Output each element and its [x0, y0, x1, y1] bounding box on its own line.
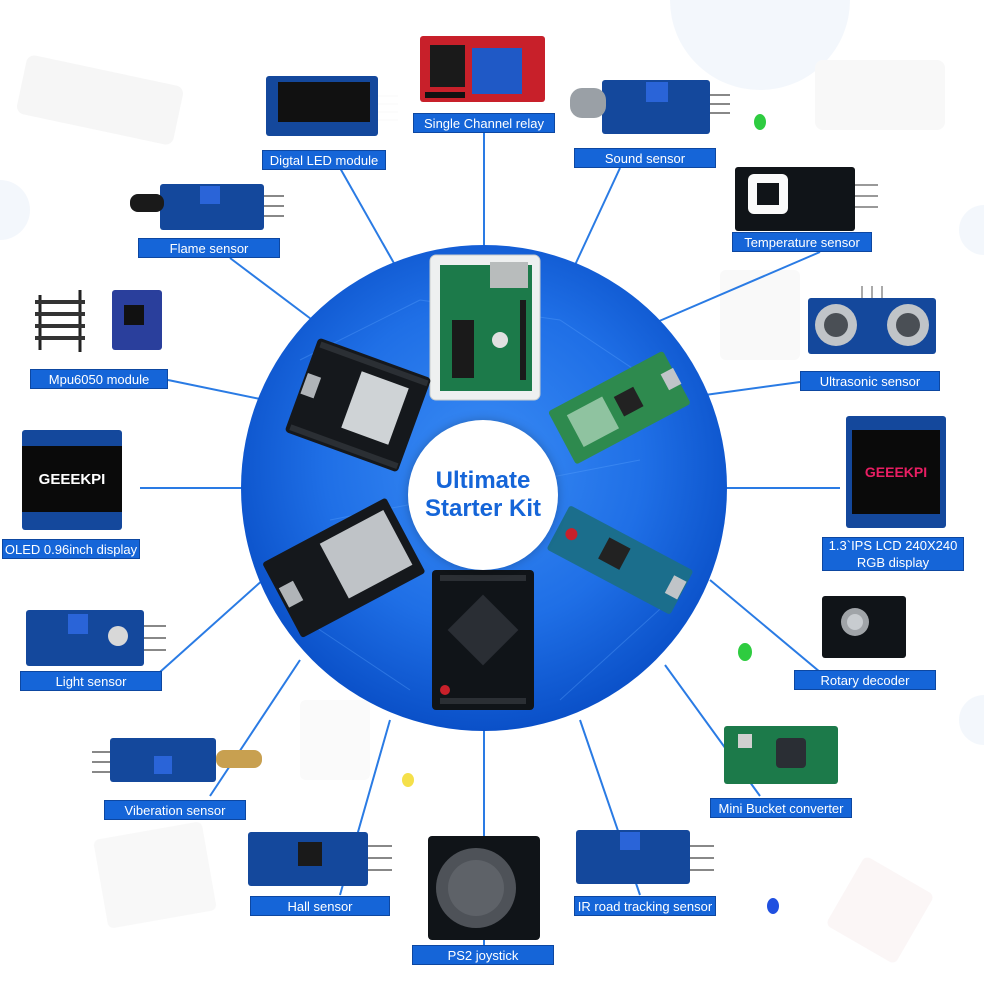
- temperature-sensor-module: [735, 167, 878, 231]
- ps2-joystick-module: [428, 836, 540, 940]
- label-text: OLED 0.96inch display: [4, 541, 138, 557]
- label-mpu6050-module: Mpu6050 module: [30, 369, 168, 389]
- mega-pro-board: [432, 570, 534, 710]
- label-hall-sensor: Hall sensor: [250, 896, 390, 916]
- ultrasonic-sensor-module: [808, 286, 936, 354]
- label-text: Mpu6050 module: [48, 371, 150, 387]
- label-text: Flame sensor: [169, 240, 249, 256]
- label-light-sensor: Light sensor: [20, 671, 162, 691]
- label-text: Single Channel relay: [424, 115, 544, 131]
- label-text: Mini Bucket converter: [718, 800, 844, 816]
- label-ultrasonic-sensor: Ultrasonic sensor: [800, 371, 940, 391]
- label-text: Ultrasonic sensor: [819, 373, 921, 389]
- label-text: Rotary decoder: [820, 672, 910, 688]
- sound-sensor-module: [570, 80, 766, 134]
- label-text: Temperature sensor: [744, 234, 860, 250]
- ir-tracking-sensor-module: [576, 830, 779, 914]
- label-rotary-decoder: Rotary decoder: [794, 670, 936, 690]
- light-sensor-module: [26, 610, 166, 666]
- label-oled-display: OLED 0.96inch display: [2, 539, 140, 559]
- oled-display-module: GEEEKPI: [22, 430, 122, 530]
- label-text: Viberation sensor: [124, 802, 226, 818]
- lcd-logo-text: GEEEKPI: [865, 464, 927, 480]
- label-text: Digtal LED module: [269, 152, 379, 168]
- label-text: Light sensor: [55, 673, 127, 689]
- center-title-line2: Starter Kit: [424, 495, 542, 522]
- pico-board: [548, 351, 690, 464]
- label-text-line2: RGB display: [856, 555, 930, 570]
- center-title-line1: Ultimate: [435, 467, 531, 494]
- label-single-channel-relay: Single Channel relay: [413, 113, 555, 133]
- label-text: Hall sensor: [287, 898, 353, 914]
- label-text: PS2 joystick: [447, 947, 519, 963]
- oled-logo-text: GEEEKPI: [39, 471, 106, 488]
- relay-module: [420, 36, 545, 102]
- label-ps2-joystick: PS2 joystick: [412, 945, 554, 965]
- label-temperature-sensor: Temperature sensor: [732, 232, 872, 252]
- label-text: Sound sensor: [604, 150, 686, 166]
- label-sound-sensor: Sound sensor: [574, 148, 716, 168]
- mpu6050-module: [35, 290, 162, 352]
- hall-sensor-module: [248, 832, 392, 886]
- label-mini-buck-converter: Mini Bucket converter: [710, 798, 852, 818]
- rotary-encoder-module: [738, 596, 906, 661]
- flame-sensor-module: [130, 184, 284, 230]
- digital-led-module: [266, 76, 398, 136]
- label-flame-sensor: Flame sensor: [138, 238, 280, 258]
- arduino-uno-board: [429, 254, 541, 401]
- label-text-line1: 1.3`IPS LCD 240X240: [828, 538, 958, 553]
- center-title: Ultimate Starter Kit: [408, 420, 558, 570]
- label-digital-led-module: Digtal LED module: [262, 150, 386, 170]
- label-vibration-sensor: Viberation sensor: [104, 800, 246, 820]
- label-ir-tracking-sensor: IR road tracking sensor: [574, 896, 716, 916]
- arduino-micro-board: [547, 506, 693, 614]
- nodemcu-board: [285, 338, 431, 472]
- vibration-sensor-module: [92, 738, 414, 787]
- label-text: IR road tracking sensor: [577, 898, 713, 914]
- esp32-board: [263, 498, 425, 638]
- mini-buck-converter-module: [724, 726, 838, 784]
- ips-lcd-module: GEEEKPI: [846, 416, 946, 528]
